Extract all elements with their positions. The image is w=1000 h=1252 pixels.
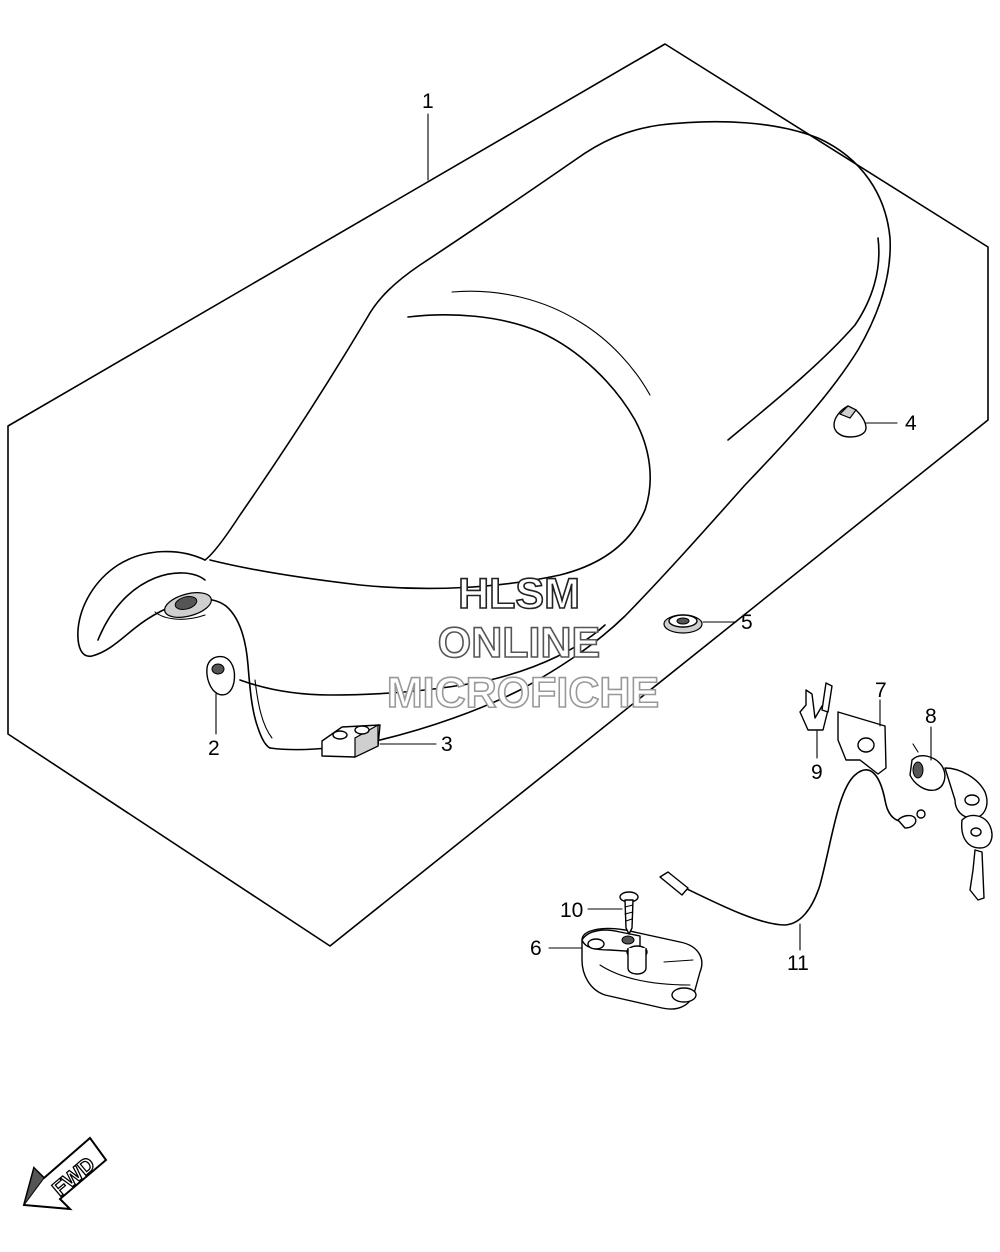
part-4-cushion [833,405,867,438]
watermark: HLSM ONLINE MICROFICHE [386,569,660,718]
part-11-cable [659,769,926,926]
part-7-bracket [837,711,887,775]
part-8-lock-keys [909,743,993,901]
callout-3: 3 [441,733,453,756]
part-5-grommet [663,614,703,634]
callout-9: 9 [811,761,823,784]
fwd-arrow: FWD [22,1136,108,1211]
watermark-line-2: ONLINE [438,619,600,667]
callout-2: 2 [208,737,220,760]
watermark-line-3: MICROFICHE [387,669,659,717]
callout-11: 11 [787,952,809,975]
part-6-latch [581,927,703,1010]
callout-5: 5 [741,611,753,634]
leader-lines [215,113,932,951]
callout-8: 8 [925,705,937,728]
part-10-screw [619,891,639,935]
callout-7: 7 [875,679,887,702]
callout-1: 1 [422,90,434,113]
part-9-clip [799,682,833,731]
part-2-cushion [206,655,236,696]
part-1-seat [77,120,892,751]
watermark-line-1: HLSM [458,570,580,618]
callout-10: 10 [560,899,583,922]
callout-labels: 1 2 3 4 5 6 7 8 9 10 11 [208,90,937,975]
callout-6: 6 [530,937,542,960]
part-3-block [321,723,381,758]
callout-4: 4 [905,412,917,435]
assembly-frame [7,43,989,947]
